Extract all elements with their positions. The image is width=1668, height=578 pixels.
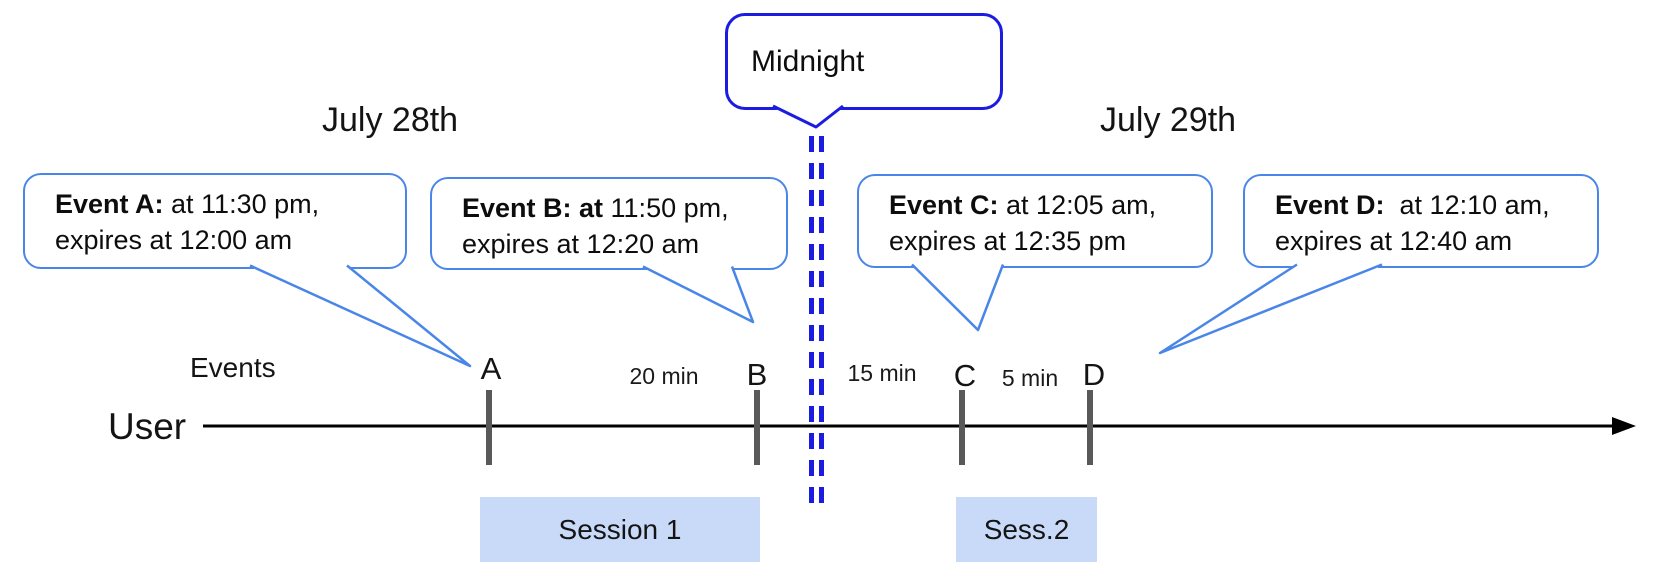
event-c-title: Event C: <box>889 190 999 220</box>
event-d-callout: Event D: at 12:10 am, expires at 12:40 a… <box>1243 174 1599 268</box>
session-1-label: Session 1 <box>558 513 682 545</box>
event-b-line2: expires at 12:20 am <box>462 229 700 259</box>
event-a-line2: expires at 12:00 am <box>55 225 293 255</box>
event-d-line1: Event D: at 12:10 am, <box>1275 187 1589 223</box>
event-d-callout-tail <box>1158 263 1383 355</box>
session-2-box: Sess.2 <box>956 497 1097 562</box>
event-d-line2: expires at 12:40 am <box>1275 226 1513 256</box>
event-a-title: Event A: <box>55 189 164 219</box>
session-1-box: Session 1 <box>480 497 760 562</box>
event-c-callout: Event C: at 12:05 am, expires at 12:35 p… <box>857 174 1213 268</box>
event-a-time: at 11:30 pm, <box>163 189 320 219</box>
event-b-line1: Event B: at 11:50 pm, <box>462 190 778 226</box>
tick-label-a: A <box>480 351 502 386</box>
event-a-callout: Event A: at 11:30 pm, expires at 12:00 a… <box>23 173 407 269</box>
gap-label-20min: 20 min <box>629 363 699 389</box>
event-d-time: at 12:10 am, <box>1384 190 1550 220</box>
date-heading-july-28: July 28th <box>322 101 459 139</box>
session-2-label: Sess.2 <box>983 513 1070 545</box>
tick-label-b: B <box>746 357 768 392</box>
timeline-arrowhead <box>1612 417 1636 435</box>
event-b-time: 11:50 pm, <box>603 193 729 223</box>
events-axis-label: Events <box>190 352 276 383</box>
user-axis-label: User <box>108 406 187 447</box>
midnight-callout: Midnight <box>725 13 1003 110</box>
event-c-line2: expires at 12:35 pm <box>889 226 1127 256</box>
tick-label-c: C <box>953 358 977 393</box>
event-c-callout-tail <box>911 263 1005 332</box>
event-a-callout-tail <box>249 264 472 368</box>
event-b-title: Event B: at <box>462 193 604 223</box>
midnight-label: Midnight <box>751 44 865 78</box>
date-heading-july-29: July 29th <box>1100 101 1237 139</box>
tick-label-d: D <box>1082 357 1106 392</box>
event-b-callout: Event B: at 11:50 pm, expires at 12:20 a… <box>430 177 788 270</box>
event-a-line1: Event A: at 11:30 pm, <box>55 186 397 222</box>
event-c-line1: Event C: at 12:05 am, <box>889 187 1203 223</box>
event-c-time: at 12:05 am, <box>998 190 1157 220</box>
event-d-title: Event D: <box>1275 190 1385 220</box>
event-b-callout-tail <box>642 265 755 324</box>
gap-label-5min: 5 min <box>1001 365 1059 391</box>
gap-label-15min: 15 min <box>847 360 917 386</box>
